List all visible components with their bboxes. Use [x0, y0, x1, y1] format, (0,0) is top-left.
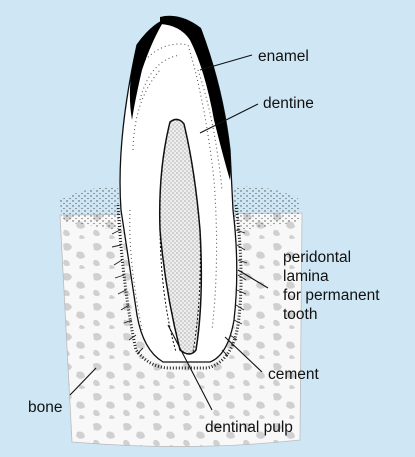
label-periodontal-line2: lamina	[283, 268, 329, 285]
label-cement: cement	[268, 366, 320, 383]
label-bone: bone	[28, 399, 62, 416]
label-dentine: dentine	[263, 95, 314, 112]
label-periodontal-line1: peridontal	[283, 249, 351, 266]
label-dentinal-pulp: dentinal pulp	[205, 419, 293, 436]
label-enamel: enamel	[258, 48, 309, 65]
label-periodontal-line3: for permanent	[283, 287, 380, 304]
label-periodontal-line4: tooth	[283, 306, 317, 323]
